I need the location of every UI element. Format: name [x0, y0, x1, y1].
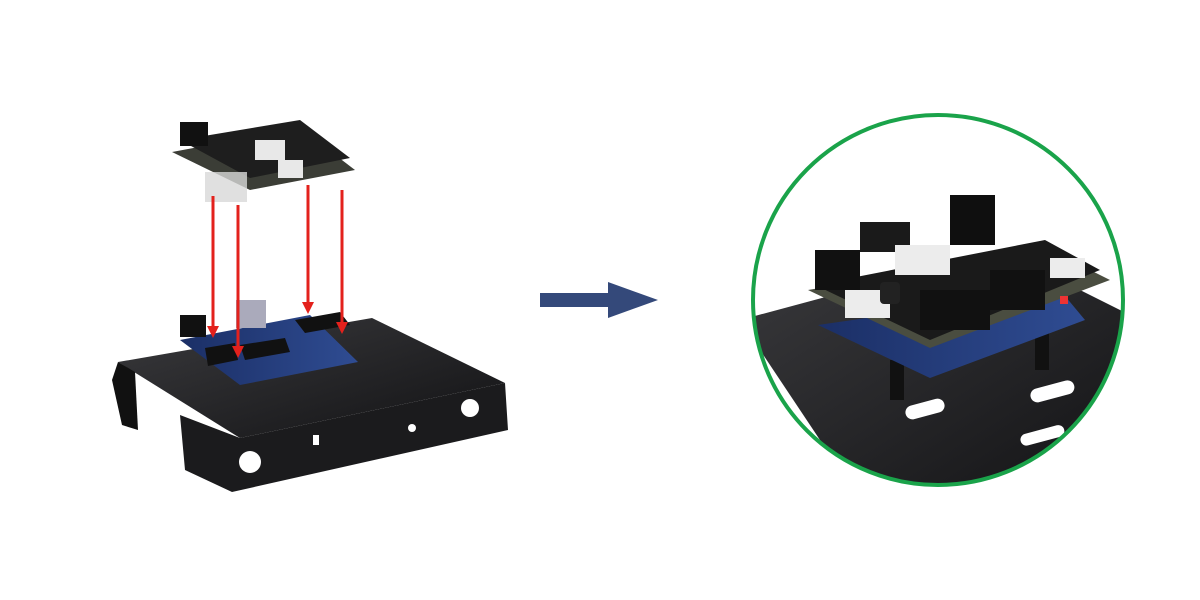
- chassis-slot: [905, 398, 945, 420]
- usb-port: [236, 300, 266, 328]
- pin-header-legs: [205, 172, 247, 202]
- power-jack: [950, 195, 995, 245]
- header-row: [815, 250, 860, 290]
- chassis-slot: [1030, 380, 1075, 403]
- connector: [278, 160, 303, 178]
- chassis-hole: [461, 399, 479, 417]
- arrowhead: [207, 326, 219, 338]
- connector: [1050, 258, 1085, 278]
- arrowhead: [232, 346, 244, 358]
- arrowhead: [302, 302, 314, 314]
- chassis-slot: [1020, 425, 1065, 446]
- arrowhead: [336, 322, 348, 334]
- header-row: [920, 290, 990, 330]
- chassis-left-flange: [112, 362, 138, 430]
- power-jack: [180, 122, 208, 146]
- zoom-circle-icon: [751, 113, 1125, 487]
- motor-shield: [172, 120, 355, 202]
- chassis-hole: [144, 390, 160, 406]
- connector: [895, 245, 950, 275]
- chassis-front-flange: [180, 383, 508, 492]
- capacitor: [880, 282, 900, 304]
- exploded-view: [112, 120, 508, 492]
- power-jack: [180, 315, 206, 337]
- header-row: [205, 343, 238, 366]
- chassis-hole: [408, 424, 416, 432]
- header-row: [295, 312, 350, 333]
- standoff: [890, 360, 904, 400]
- reset-button: [1060, 296, 1068, 304]
- header-row: [990, 270, 1045, 310]
- zoomed-assembled-view: [751, 113, 1125, 487]
- standoff: [1035, 330, 1049, 370]
- chassis-slot: [313, 435, 319, 445]
- chassis-hole: [239, 451, 261, 473]
- right-arrow-icon: [540, 282, 658, 318]
- connector: [255, 140, 285, 160]
- controller-board: [180, 300, 358, 385]
- chip: [240, 338, 290, 360]
- assembly-arrows: [207, 185, 348, 358]
